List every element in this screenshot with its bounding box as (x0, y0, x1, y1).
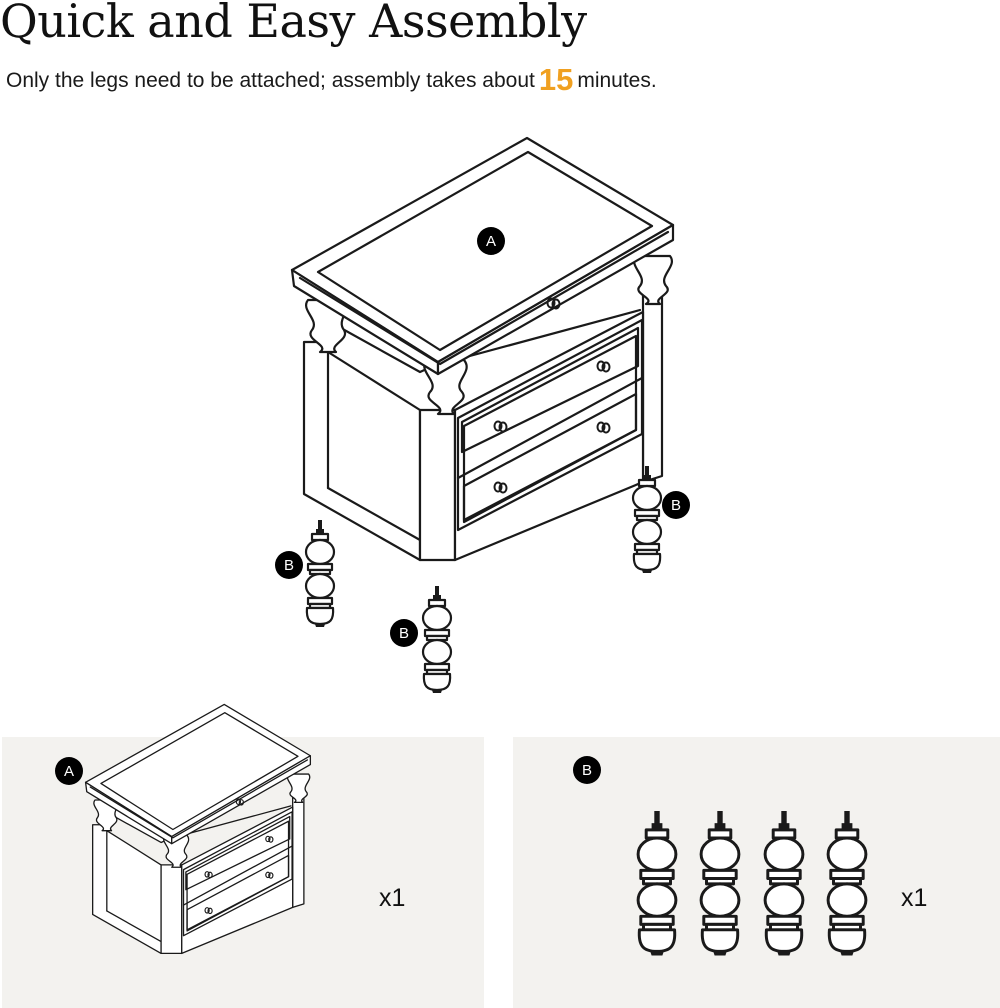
part-b-panel (513, 737, 1000, 1008)
cabinet-illustration (292, 138, 673, 560)
assembly-minutes: 15 (538, 62, 574, 97)
page-title: Quick and Easy Assembly (0, 0, 587, 48)
panel-a-quantity: x1 (379, 884, 406, 912)
panel-b-quantity: x1 (901, 884, 928, 912)
subtitle-text: Only the legs need to be attached; assem… (6, 69, 535, 92)
panel-b-legs (638, 811, 866, 955)
label-b-front-text: B (399, 625, 409, 642)
leg-left (304, 518, 336, 629)
leg-4 (828, 811, 866, 955)
label-b-left: B (275, 551, 303, 579)
panel-a-label-text: A (64, 763, 74, 780)
panel-b-label: B (573, 756, 601, 784)
leg-1 (638, 811, 676, 955)
label-a-text: A (486, 233, 496, 250)
label-b-front: B (390, 619, 418, 647)
label-a: A (477, 227, 505, 255)
panel-b-label-text: B (582, 762, 592, 779)
label-b-left-text: B (284, 557, 294, 574)
subtitle: Only the legs need to be attached; assem… (6, 62, 657, 98)
panel-a-label: A (55, 757, 83, 785)
leg-3 (765, 811, 803, 955)
subtitle-unit: minutes. (577, 69, 657, 92)
leg-2 (701, 811, 739, 955)
label-b-right: B (662, 491, 690, 519)
label-b-right-text: B (671, 497, 681, 514)
panel-a-cabinet (86, 704, 311, 953)
leg-front (421, 584, 453, 695)
